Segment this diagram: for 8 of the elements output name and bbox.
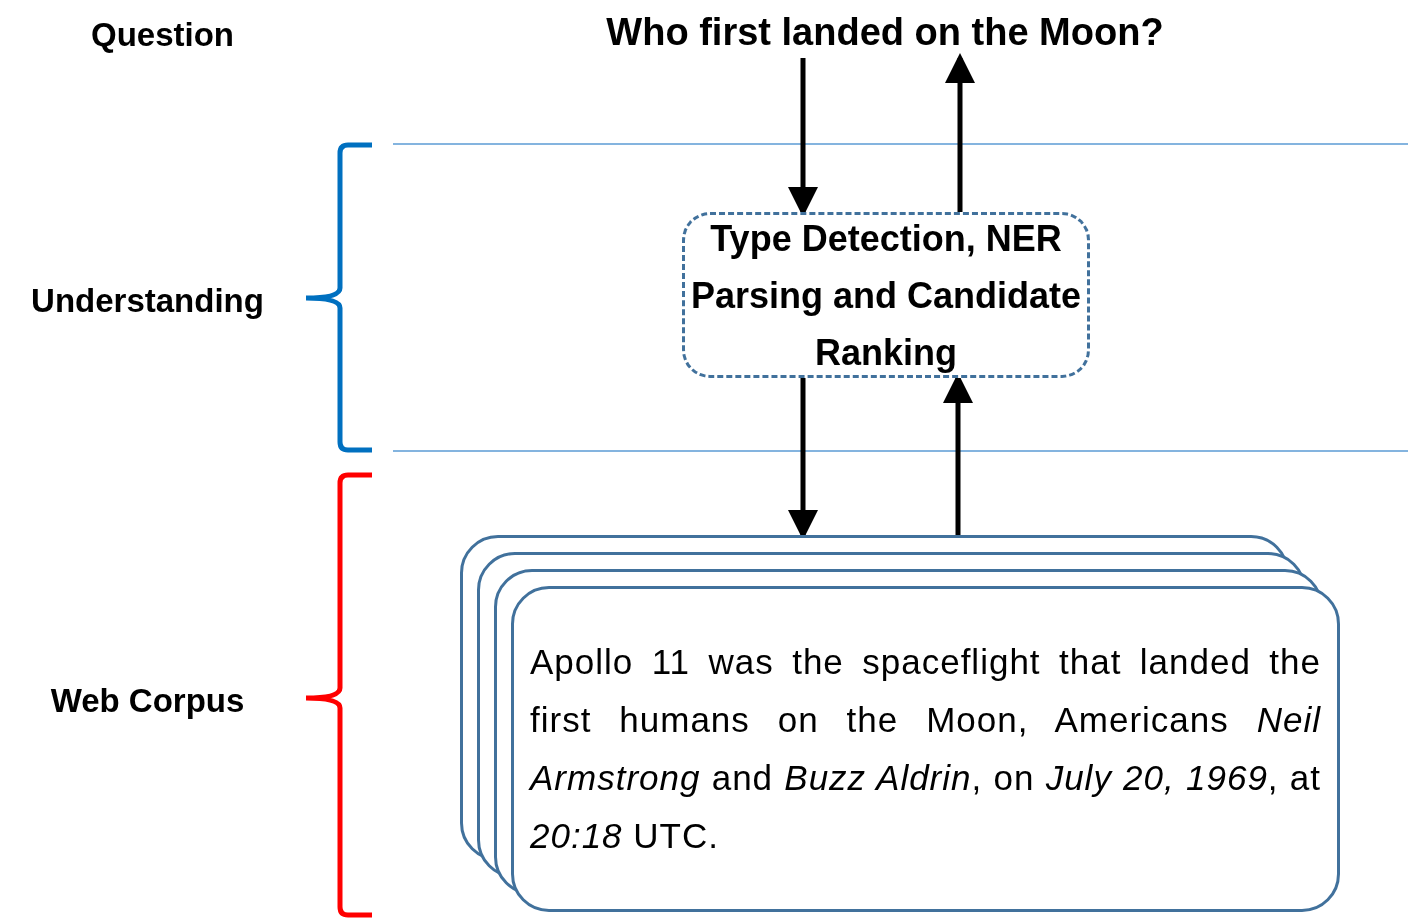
passage-text: Apollo 11 was the spaceflight that landed the first humans on the Moon, Americans Neil Armstrong and Buzz Aldrin, on July 20, 1969, at 20:18 UTC. (530, 641, 1321, 857)
card-stack (460, 535, 1340, 913)
process-text: Type Detection, NER Parsing and Candidate Ranking (689, 216, 1083, 375)
row-label: Question (91, 15, 234, 55)
arrow (945, 53, 975, 212)
row-label: Web Corpus (50, 681, 245, 721)
row-label: Understanding (31, 281, 264, 321)
question-text: Who first landed on the Moon? (606, 9, 1164, 55)
